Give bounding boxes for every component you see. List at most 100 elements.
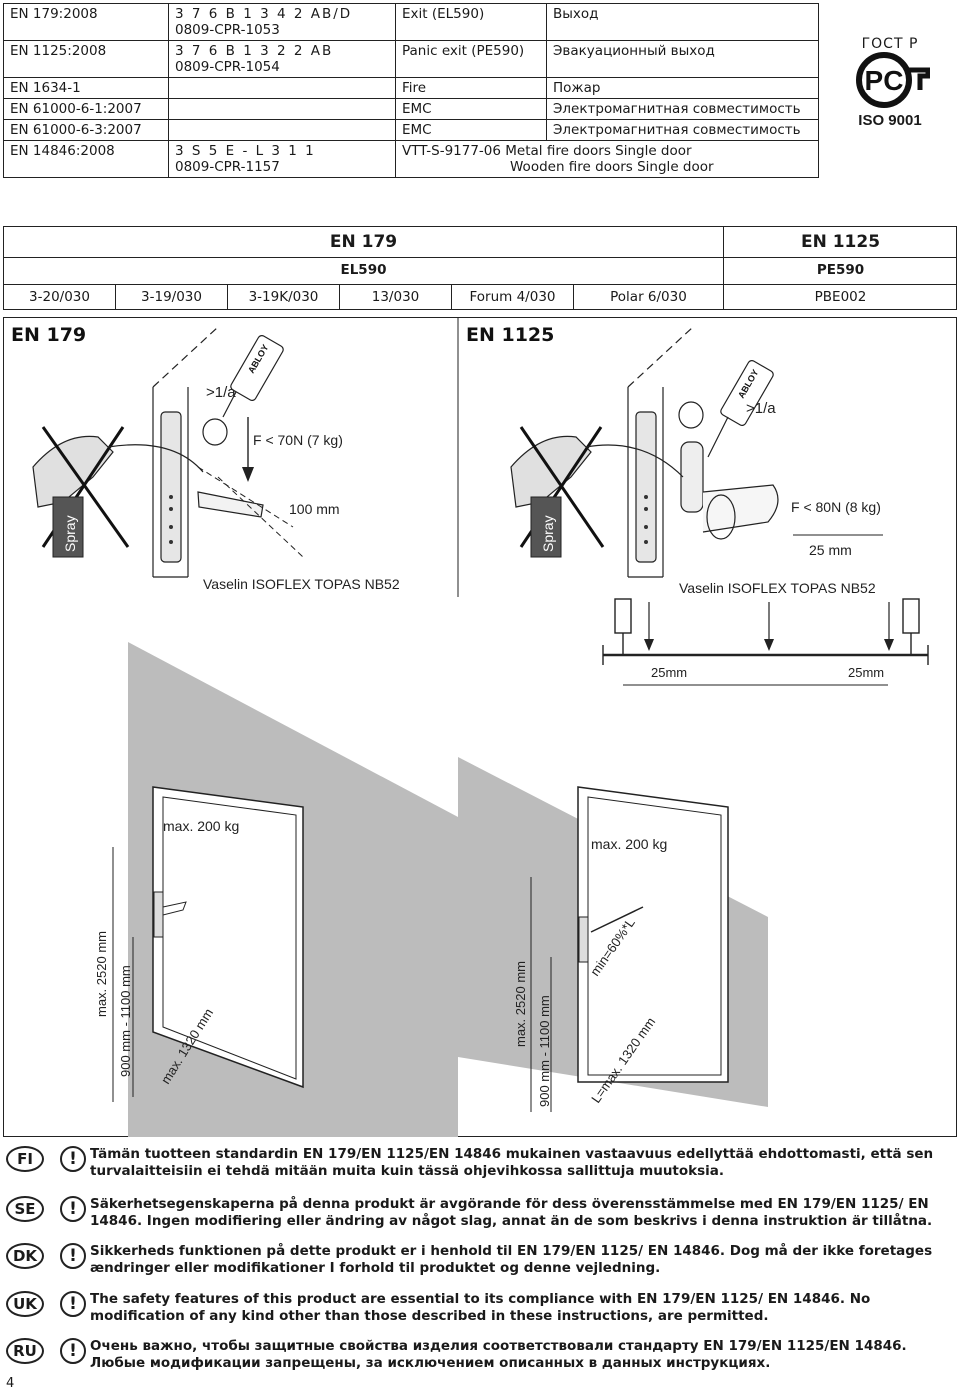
warning-icon: ! (60, 1146, 86, 1172)
left-distance: 100 mm (289, 501, 340, 517)
right-handle-height: 900 mm - 1100 mm (537, 995, 552, 1107)
warning-icon: ! (60, 1338, 86, 1364)
right-door-edge (627, 326, 694, 578)
left-heading: EN 179 (11, 324, 86, 346)
flag-dk: DK (6, 1243, 44, 1269)
gost-pc-logo-icon: PC (856, 52, 931, 108)
right-door (577, 786, 729, 1083)
table-row: EN 1634-1 Fire Пожар (3, 77, 819, 99)
left-oil-can-icon (222, 335, 284, 418)
right-max-height: max. 2520 mm (513, 961, 528, 1047)
grid-en1125: EN 1125 (800, 232, 881, 252)
right-oil-can-icon (707, 360, 774, 458)
gost-certification: ГОСТ Р PC ISO 9001 (832, 36, 948, 129)
ru-cell: Эвакуационный выход (546, 40, 819, 78)
left-max-weight: max. 200 kg (163, 818, 239, 834)
pushbar-brackets (602, 598, 929, 665)
ru-cell: Выход (546, 3, 819, 41)
table-row: EN 61000-6-3:2007 EMC Электромагнитная с… (3, 119, 819, 141)
left-force: F < 70N (7 kg) (253, 432, 343, 448)
left-vaselin: Vaselin ISOFLEX TOPAS NB52 (203, 576, 400, 592)
en-cell: EMC (395, 98, 547, 120)
warning-icon: ! (60, 1243, 86, 1269)
ru-cell: Пожар (546, 77, 819, 99)
warning-icon: ! (60, 1196, 86, 1222)
model-cell: 13/030 (340, 284, 452, 310)
std-cell: EN 1125:2008 (3, 40, 169, 78)
std-cell: EN 1634-1 (3, 77, 169, 99)
left-prohibit-line (41, 426, 130, 548)
right-vaselin: Vaselin ISOFLEX TOPAS NB52 (679, 580, 876, 596)
right-distance: 25 mm (809, 542, 852, 558)
warning-text: Sikkerheds funktionen på dette produkt e… (90, 1243, 933, 1276)
warning-text: Очень важно, чтобы защитные свойства изд… (90, 1338, 907, 1371)
left-door-edge (152, 326, 219, 578)
left-ratio: >1/a (206, 384, 236, 401)
right-lock-dots (644, 495, 648, 544)
page-number: 4 (6, 1376, 15, 1391)
gost-title: ГОСТ Р (861, 36, 919, 52)
left-door (152, 786, 304, 1089)
left-max-height: max. 2520 mm (94, 931, 109, 1017)
right-spray-can-icon (530, 496, 562, 558)
grid-el590: EL590 (4, 257, 724, 284)
grid-en179: EN 179 (4, 227, 724, 257)
left-cylinder-icon (202, 418, 228, 446)
flag-se: SE (6, 1196, 44, 1222)
left-handle-height: 900 mm - 1100 mm (118, 965, 133, 1077)
model-cell: 3-19K/030 (228, 284, 340, 310)
left-force-arrow-icon (242, 467, 254, 482)
left-door-lock (153, 891, 164, 938)
std-cell: EN 61000-6-1:2007 (3, 98, 169, 120)
model-cell: Forum 4/030 (452, 284, 574, 310)
left-door-handle (162, 901, 187, 916)
model-cell: Polar 6/030 (574, 284, 724, 310)
flag-uk: UK (6, 1291, 44, 1317)
pushbar-arrow-icon (644, 639, 894, 651)
en-cell: Exit (EL590) (395, 3, 547, 41)
right-spray-label: Spray (540, 515, 556, 552)
gost-logo-letters: PC (865, 65, 904, 96)
model-grid: EN 179 EN 1125 EL590 PE590 3-20/030 3-19… (3, 226, 957, 310)
ru-cell: Электромагнитная совместимость (546, 98, 819, 120)
warning-text: Säkerhetsegenskaperna på denna produkt ä… (90, 1196, 933, 1229)
model-cell: 3-20/030 (4, 284, 116, 310)
warning-text: Tämän tuotteen standardin EN 179/EN 1125… (90, 1146, 934, 1179)
left-spray-label: Spray (62, 515, 78, 552)
std-cell: EN 179:2008 (3, 3, 169, 41)
model-cell: 3-19/030 (116, 284, 228, 310)
en-cell: Panic exit (PE590) (395, 40, 547, 78)
right-door-lock (578, 916, 589, 963)
bar-gap-right: 25mm (848, 665, 884, 680)
en-cell: VTT-S-9177-06 Metal fire doors Single do… (395, 140, 819, 178)
left-spray-can-icon (52, 496, 84, 558)
left-lock-dots (169, 495, 173, 544)
model-cell-pbe: PBE002 (814, 289, 867, 305)
warning-text: The safety features of this product are … (90, 1291, 871, 1324)
std-cell: EN 61000-6-3:2007 (3, 119, 169, 141)
right-ratio: >1/a (746, 400, 776, 417)
ru-cell: Электромагнитная совместимость (546, 119, 819, 141)
en-cell: EMC (395, 119, 547, 141)
right-max-weight: max. 200 kg (591, 836, 667, 852)
bar-gap-left: 25mm (651, 665, 687, 680)
iso-label: ISO 9001 (858, 112, 922, 129)
warning-icon: ! (60, 1291, 86, 1317)
flag-fi: FI (6, 1146, 44, 1172)
table-row: EN 61000-6-1:2007 EMC Электромагнитная с… (3, 98, 819, 120)
grid-row-series: EL590 PE590 (4, 257, 956, 285)
std-cell: EN 14846:2008 (3, 140, 169, 178)
left-handle-icon (197, 491, 264, 518)
grid-row-standards: EN 179 EN 1125 (4, 227, 956, 258)
grid-pe590: PE590 (816, 262, 865, 278)
grid-row-models: 3-20/030 3-19/030 3-19K/030 13/030 Forum… (4, 284, 956, 310)
right-pushbar-housing (680, 441, 704, 513)
installation-diagram: EN 179 ABLOY >1/a F < 70N (7 kg) 100 mm … (3, 317, 957, 1137)
